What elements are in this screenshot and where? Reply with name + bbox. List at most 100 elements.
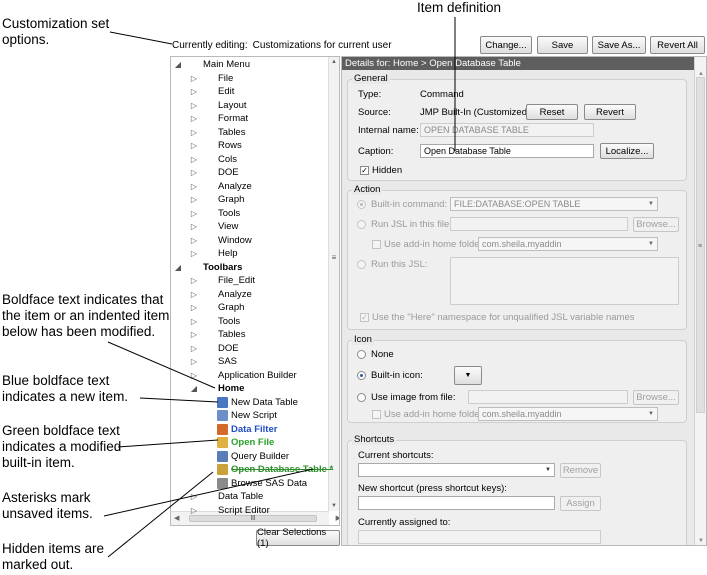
run-jsl-textarea[interactable] [450, 257, 679, 305]
revert-all-button[interactable]: Revert All [650, 36, 705, 54]
details-panel: Details for: Home > Open Database Table … [341, 56, 707, 546]
collapsed-icon[interactable]: ▷ [190, 73, 198, 83]
details-scroll-grip-icon[interactable]: ≡ [698, 243, 703, 250]
tree-item-label: DOE [218, 167, 239, 179]
change-button[interactable]: Change... [480, 36, 532, 54]
builtin-command-select[interactable]: FILE:DATABASE:OPEN TABLE ▼ [450, 197, 658, 211]
icon-none-label: None [371, 349, 394, 360]
collapsed-icon[interactable]: ▷ [190, 357, 198, 367]
tree-item-label: Home [218, 383, 245, 395]
icon-addin-label: Use add-in home folder: [384, 409, 486, 420]
callout-blue-2: indicates a new item. [2, 389, 129, 404]
expanded-icon[interactable]: ◢ [174, 262, 182, 272]
collapsed-icon[interactable]: ▷ [190, 289, 198, 299]
action-addin-select[interactable]: com.sheila.myaddin▼ [478, 237, 658, 251]
action-addin-value: com.sheila.myaddin [482, 239, 562, 249]
details-scroll-thumb[interactable] [696, 77, 705, 413]
toolbar-item-icon [217, 450, 228, 462]
image-file-label: Use image from file: [371, 392, 456, 403]
collapsed-icon[interactable]: ▷ [190, 141, 198, 151]
run-jsl-file-field[interactable] [450, 217, 628, 231]
run-jsl-file-radio[interactable] [357, 220, 366, 229]
action-addin-checkbox[interactable] [372, 240, 381, 249]
builtin-command-radio[interactable] [357, 200, 366, 209]
collapsed-icon[interactable]: ▷ [190, 208, 198, 218]
tree-vertical-scrollbar[interactable]: ▲ ≡ ▼ [328, 57, 339, 511]
collapsed-icon[interactable]: ▷ [190, 127, 198, 137]
customization-tree[interactable]: ▲ ≡ ▼ ◀ ||| ▶ ◢Main Menu▷File▷Edit▷Layou… [170, 56, 340, 526]
collapsed-icon[interactable]: ▷ [190, 195, 198, 205]
run-jsl-radio[interactable] [357, 260, 366, 269]
tree-item-label: Help [218, 248, 238, 260]
icon-addin-checkbox[interactable] [372, 410, 381, 419]
revert-button[interactable]: Revert [584, 104, 636, 120]
localize-button[interactable]: Localize... [600, 143, 654, 159]
tree-item-label: Tables [218, 126, 246, 138]
remove-shortcut-button[interactable]: Remove [560, 463, 601, 478]
collapsed-icon[interactable]: ▷ [190, 222, 198, 232]
clear-selections-button[interactable]: Clear Selections (1) [256, 527, 340, 549]
callout-boldface-2: the item or an indented item [2, 308, 170, 323]
icon-section: Icon None Built-in icon: ▼ Use image fro… [347, 334, 687, 423]
collapsed-icon[interactable]: ▷ [190, 100, 198, 110]
icon-browse-button[interactable]: Browse... [633, 390, 679, 405]
collapsed-icon[interactable]: ▷ [190, 181, 198, 191]
collapsed-icon[interactable]: ▷ [190, 114, 198, 124]
scroll-up-icon[interactable]: ▲ [331, 59, 337, 65]
collapsed-icon[interactable]: ▷ [190, 370, 198, 380]
reset-button[interactable]: Reset [526, 104, 578, 120]
action-browse-button[interactable]: Browse... [633, 217, 679, 232]
scroll-left-icon[interactable]: ◀ [174, 515, 180, 522]
internal-name-field[interactable]: OPEN DATABASE TABLE [420, 123, 594, 137]
image-file-radio[interactable] [357, 393, 366, 402]
details-scrollbar[interactable]: ▲ ≡ ▼ [694, 57, 706, 545]
collapsed-icon[interactable]: ▷ [190, 316, 198, 326]
tree-item-label: Edit [218, 86, 235, 98]
current-shortcuts-select[interactable]: ▼ [358, 463, 555, 477]
save-button[interactable]: Save [537, 36, 588, 54]
icon-addin-select[interactable]: com.sheila.myaddin▼ [478, 407, 658, 421]
assign-shortcut-button[interactable]: Assign [560, 496, 601, 511]
expanded-icon[interactable]: ◢ [174, 60, 182, 70]
scroll-grip-icon[interactable]: ≡ [331, 253, 337, 262]
new-shortcut-field[interactable] [358, 496, 555, 510]
builtin-icon-radio[interactable] [357, 371, 366, 380]
assigned-to-field [358, 530, 601, 544]
scroll-thumb[interactable]: ||| [189, 515, 317, 522]
collapsed-icon[interactable]: ▷ [190, 276, 198, 286]
scroll-down-icon[interactable]: ▼ [331, 503, 337, 509]
collapsed-icon[interactable]: ▷ [190, 249, 198, 259]
collapsed-icon[interactable]: ▷ [190, 492, 198, 502]
customization-bar: Currently editing: Customizations for cu… [170, 36, 707, 54]
save-as-button[interactable]: Save As... [592, 36, 646, 54]
tree-item-label: Window [218, 234, 252, 246]
chevron-down-icon: ▼ [648, 201, 654, 207]
collapsed-icon[interactable]: ▷ [190, 303, 198, 313]
collapsed-icon[interactable]: ▷ [190, 168, 198, 178]
details-scroll-down-icon[interactable]: ▼ [698, 538, 704, 544]
collapsed-icon[interactable]: ▷ [190, 343, 198, 353]
tree-item-label: Open File [231, 437, 275, 449]
details-scroll-up-icon[interactable]: ▲ [698, 71, 704, 77]
icon-addin-value: com.sheila.myaddin [482, 409, 562, 419]
hidden-checkbox[interactable]: ✓ [360, 166, 369, 175]
collapsed-icon[interactable]: ▷ [190, 154, 198, 164]
caption-field[interactable]: Open Database Table [420, 144, 594, 158]
collapsed-icon[interactable]: ▷ [190, 235, 198, 245]
here-namespace-label: Use the "Here" namespace for unqualified… [372, 312, 635, 323]
shortcuts-title: Shortcuts [352, 434, 397, 445]
collapsed-icon[interactable]: ▷ [190, 330, 198, 340]
icon-none-radio[interactable] [357, 350, 366, 359]
expanded-icon[interactable]: ◢ [190, 384, 198, 394]
type-label: Type: [358, 89, 382, 100]
collapsed-icon[interactable]: ▷ [190, 505, 198, 515]
collapsed-icon[interactable]: ▷ [190, 87, 198, 97]
image-file-field[interactable] [468, 390, 628, 404]
builtin-icon-picker[interactable]: ▼ [454, 366, 482, 385]
here-namespace-checkbox[interactable]: ✓ [360, 313, 369, 322]
builtin-command-value: FILE:DATABASE:OPEN TABLE [454, 199, 581, 209]
scroll-right-icon[interactable]: ▶ [336, 514, 339, 522]
tree-item-label: Rows [218, 140, 242, 152]
currently-editing-label: Currently editing: [172, 39, 248, 51]
